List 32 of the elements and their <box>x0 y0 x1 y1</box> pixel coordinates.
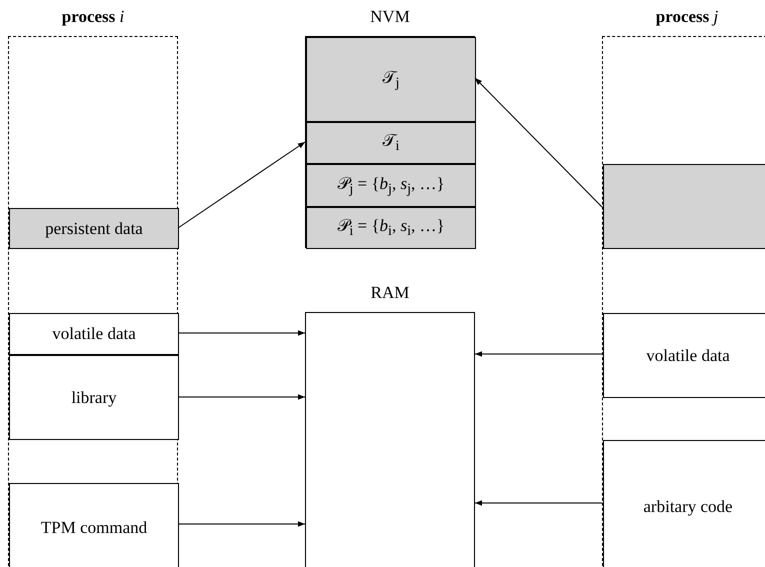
region-label: volatile data <box>645 346 731 366</box>
region-label: 𝒯$_{i}$ <box>382 130 400 156</box>
column-heading: process i <box>60 7 126 27</box>
region-label: 𝒯$_{j}$ <box>382 67 400 92</box>
memory-region <box>603 440 765 567</box>
arrow <box>178 142 306 228</box>
region-label: TPM command <box>40 518 148 538</box>
region-label: 𝒫$_{j}$ = {b$_{j}$, s$_{j}$, …} <box>336 173 446 198</box>
arrow <box>178 521 306 527</box>
memory-region <box>9 313 179 355</box>
memory-region <box>306 122 476 164</box>
memory-region <box>9 208 179 249</box>
column-heading: process j <box>654 7 720 27</box>
memory-region <box>603 164 765 249</box>
memory-region <box>9 355 179 440</box>
region-label: persistent data <box>44 218 144 238</box>
memory-region <box>306 207 476 249</box>
region-label: 𝒫$_{i}$ = {b$_{i}$, s$_{i}$, …} <box>336 216 446 240</box>
memory-region <box>603 313 765 398</box>
region-label: library <box>70 388 118 408</box>
region-label: arbitary code <box>642 496 734 516</box>
column-heading: NVM <box>369 7 411 27</box>
arrow <box>474 351 602 357</box>
arrow <box>474 500 602 506</box>
arrow <box>178 394 306 400</box>
region-label: volatile data <box>51 324 137 344</box>
memory-region <box>306 164 476 207</box>
memory-region <box>306 37 476 122</box>
memory-region <box>9 483 179 567</box>
arrow <box>474 78 602 208</box>
arrow <box>178 330 306 336</box>
column-heading: RAM <box>370 283 410 303</box>
